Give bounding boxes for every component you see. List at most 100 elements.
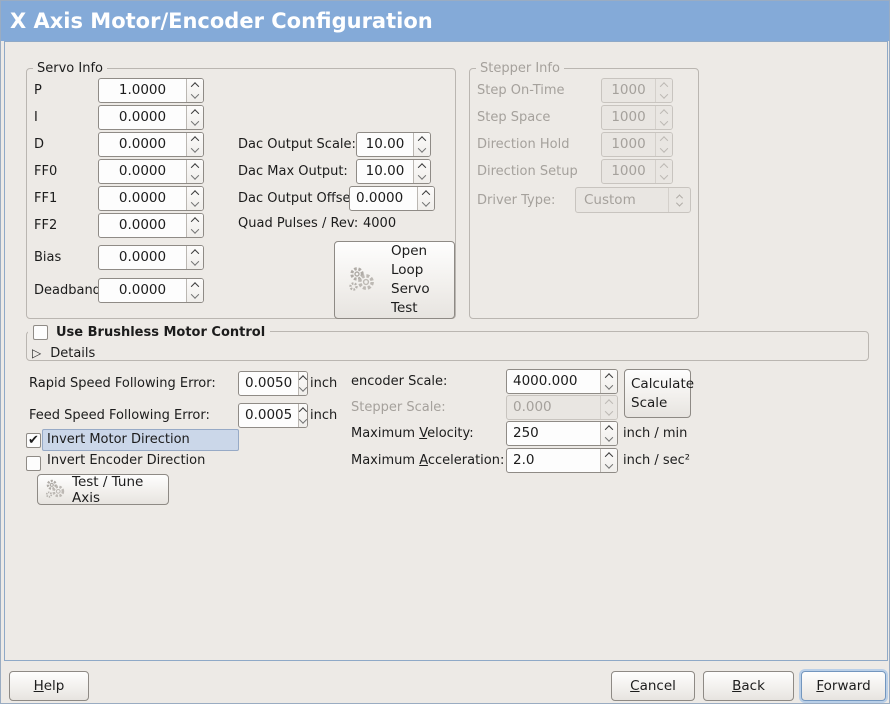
- feed-following-error-spinbox[interactable]: 0.0005: [238, 403, 308, 428]
- details-expander[interactable]: ▷ Details: [32, 345, 95, 361]
- dialog-titlebar: X Axis Motor/Encoder Configuration: [1, 1, 889, 41]
- spin-down-icon[interactable]: [187, 117, 203, 130]
- ff2-spinbox[interactable]: 0.0000: [98, 213, 204, 238]
- calculate-scale-button[interactable]: Calculate Scale: [624, 369, 695, 418]
- spin-down-icon[interactable]: [601, 381, 617, 394]
- spin-down-icon[interactable]: [298, 415, 307, 428]
- expander-triangle-icon[interactable]: ▷: [32, 346, 42, 360]
- spin-up-icon[interactable]: [601, 370, 617, 382]
- help-button[interactable]: Help: [9, 671, 89, 701]
- encoder-scale-spinbox[interactable]: 4000.000: [506, 369, 618, 394]
- spin-up-icon[interactable]: [187, 106, 203, 118]
- rapid-following-error-label: Rapid Speed Following Error:: [29, 376, 216, 391]
- spin-down-icon[interactable]: [187, 171, 203, 184]
- spin-up-icon[interactable]: [187, 133, 203, 145]
- use-brushless-row: Use Brushless Motor Control: [28, 323, 271, 341]
- maximum-acceleration-input[interactable]: 2.0: [513, 452, 535, 468]
- rapid-following-error-spinbox[interactable]: 0.0050: [238, 371, 308, 396]
- check-icon: ✔: [28, 433, 39, 448]
- gears-icon: [45, 479, 65, 498]
- dac-max-output-spinbox[interactable]: 10.00: [356, 159, 431, 184]
- stepper-scale-label: Stepper Scale:: [351, 400, 446, 415]
- spin-up-icon[interactable]: [601, 449, 617, 461]
- step-on-time-spinbox: 1000: [601, 78, 673, 103]
- dac-max-output-input[interactable]: 10.00: [365, 163, 405, 179]
- ff0-input[interactable]: 0.0000: [118, 163, 167, 179]
- spin-down-icon[interactable]: [414, 171, 430, 184]
- spin-up-icon[interactable]: [187, 214, 203, 226]
- spin-up-icon[interactable]: [414, 160, 430, 172]
- dac-output-offset-spinbox[interactable]: 0.0000: [349, 186, 435, 211]
- deadband-input[interactable]: 0.0000: [118, 282, 167, 298]
- ff0-spinbox[interactable]: 0.0000: [98, 159, 204, 184]
- spin-up-icon[interactable]: [298, 372, 307, 384]
- maximum-velocity-input[interactable]: 250: [513, 425, 539, 441]
- p-input[interactable]: 1.0000: [118, 82, 167, 98]
- spin-down-icon[interactable]: [418, 198, 434, 211]
- spin-up-icon[interactable]: [418, 187, 434, 199]
- bias-spinbox[interactable]: 0.0000: [98, 245, 204, 270]
- spin-down-icon[interactable]: [187, 225, 203, 238]
- spin-up-icon[interactable]: [298, 404, 307, 416]
- ff1-spinbox[interactable]: 0.0000: [98, 186, 204, 211]
- cancel-button[interactable]: Cancel: [611, 671, 695, 701]
- spin-up-icon[interactable]: [187, 279, 203, 291]
- encoder-scale-input[interactable]: 4000.000: [513, 373, 578, 389]
- p-spinbox[interactable]: 1.0000: [98, 78, 204, 103]
- step-on-time-label: Step On-Time: [477, 83, 565, 98]
- spin-down-icon[interactable]: [187, 90, 203, 103]
- use-brushless-checkbox[interactable]: [33, 324, 48, 340]
- spin-up-icon[interactable]: [601, 422, 617, 434]
- spin-up-icon[interactable]: [187, 187, 203, 199]
- back-button-label: Back: [732, 678, 765, 694]
- maximum-acceleration-label: Maximum Acceleration:: [351, 453, 505, 468]
- bias-label: Bias: [34, 250, 62, 265]
- invert-motor-label-highlight[interactable]: Invert Motor Direction: [42, 429, 239, 451]
- servo-info-frame: Servo Info: [26, 60, 456, 319]
- rapid-following-error-input[interactable]: 0.0050: [245, 375, 293, 391]
- dac-output-offset-input[interactable]: 0.0000: [356, 190, 404, 206]
- test-tune-axis-button[interactable]: Test / Tune Axis: [37, 474, 169, 506]
- feed-following-error-input[interactable]: 0.0005: [245, 407, 293, 423]
- invert-motor-checkbox[interactable]: ✔: [26, 433, 41, 448]
- d-spinbox[interactable]: 0.0000: [98, 132, 204, 157]
- d-input[interactable]: 0.0000: [118, 136, 167, 152]
- open-loop-servo-test-button[interactable]: Open Loop Servo Test: [334, 241, 455, 319]
- ff0-label: FF0: [34, 164, 58, 179]
- spin-down-icon[interactable]: [298, 383, 307, 396]
- spin-down-icon[interactable]: [187, 257, 203, 270]
- spin-up-icon[interactable]: [414, 133, 430, 145]
- spin-up-icon: [656, 160, 672, 172]
- spin-up-icon[interactable]: [187, 246, 203, 258]
- ff1-input[interactable]: 0.0000: [118, 190, 167, 206]
- i-input[interactable]: 0.0000: [118, 109, 167, 125]
- calculate-scale-button-line: Calculate: [631, 375, 695, 392]
- invert-encoder-checkbox[interactable]: [26, 456, 41, 471]
- maximum-velocity-spinbox[interactable]: 250: [506, 421, 618, 446]
- details-label: Details: [50, 345, 96, 361]
- bias-input[interactable]: 0.0000: [118, 249, 167, 265]
- back-button[interactable]: Back: [703, 671, 794, 701]
- dac-output-scale-input[interactable]: 10.00: [365, 136, 405, 152]
- forward-button[interactable]: Forward: [801, 671, 886, 701]
- spin-down-icon[interactable]: [187, 198, 203, 211]
- spin-up-icon[interactable]: [187, 79, 203, 91]
- spin-down-icon[interactable]: [187, 144, 203, 157]
- dac-output-scale-spinbox[interactable]: 10.00: [356, 132, 431, 157]
- stepper-scale-input: 0.000: [513, 399, 552, 415]
- spin-down-icon[interactable]: [187, 290, 203, 303]
- maximum-acceleration-spinbox[interactable]: 2.0: [506, 448, 618, 473]
- deadband-spinbox[interactable]: 0.0000: [98, 278, 204, 303]
- spin-down-icon[interactable]: [414, 144, 430, 157]
- i-spinbox[interactable]: 0.0000: [98, 105, 204, 130]
- spin-down-icon[interactable]: [601, 433, 617, 446]
- maximum-acceleration-unit: inch / sec²: [623, 453, 691, 468]
- spin-up-icon[interactable]: [187, 160, 203, 172]
- direction-hold-spinbox: 1000: [601, 132, 673, 157]
- invert-motor-label: Invert Motor Direction: [47, 432, 190, 447]
- spin-down-icon[interactable]: [601, 460, 617, 473]
- spin-down-icon: [656, 90, 672, 103]
- open-loop-button-line: Servo: [391, 281, 430, 297]
- dac-max-output-label: Dac Max Output:: [238, 164, 348, 179]
- ff2-input[interactable]: 0.0000: [118, 217, 167, 233]
